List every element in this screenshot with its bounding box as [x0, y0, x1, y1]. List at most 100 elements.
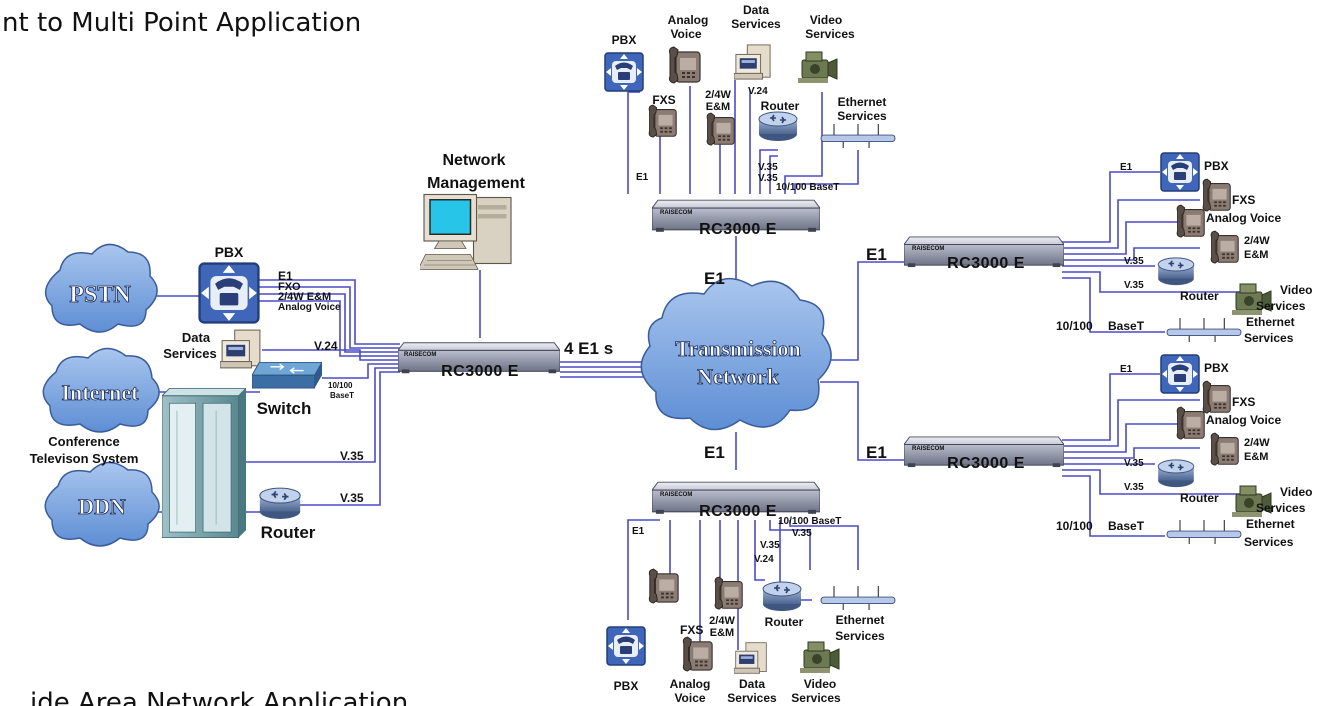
top-em-label-2: E&M — [706, 101, 730, 113]
top-pbx-icon — [604, 52, 644, 92]
bottom-v35-label-1: V.35 — [792, 528, 812, 539]
pstn-label: PSTN — [69, 282, 131, 308]
bottom-analog-label: Analog — [670, 677, 711, 691]
bottom-video-camera-icon — [800, 641, 840, 674]
left-fxo-label: FXO — [278, 281, 301, 293]
right-bottom-analog-phone-icon — [1176, 406, 1205, 440]
right-bottom-pbx-icon — [1160, 354, 1200, 394]
bottom-ethernet-services-label: Services — [835, 629, 885, 643]
right-top-em-phone-icon — [1210, 230, 1239, 264]
right-top-base-label-1: 10/100 — [1056, 319, 1093, 333]
right-bottom-fxs-phone-icon — [1202, 380, 1231, 414]
right-top-em-label-1: 2/4W — [1244, 235, 1270, 247]
bottom-fxs-label: FXS — [680, 623, 703, 637]
right-bottom-v35-label-1: V.35 — [1124, 458, 1144, 469]
transmission-network-cloud: Transmission Network — [640, 277, 832, 431]
top-em-label-1: 2/4W — [705, 89, 731, 101]
bottom-video-label: Video — [804, 677, 836, 691]
right-bottom-e1-link-label: E1 — [866, 443, 887, 462]
pbx-icon — [198, 262, 260, 324]
bottom-pbx-icon — [606, 626, 646, 666]
left-base-label-2: BaseT — [330, 391, 354, 400]
bottom-fxs-phone-icon — [648, 568, 679, 604]
rc-top-label: RC3000 E — [699, 221, 777, 238]
top-router-label: Router — [761, 99, 800, 113]
top-router-icon — [758, 111, 798, 142]
left-v35-label-1: V.35 — [340, 449, 364, 463]
right-top-video-label: Video — [1280, 283, 1312, 297]
right-bottom-video-label: Video — [1280, 485, 1312, 499]
right-top-video-services-label: Services — [1256, 299, 1306, 313]
right-top-base-label-2: BaseT — [1108, 319, 1145, 333]
bottom-router-icon — [762, 581, 802, 612]
top-fxs-phone-icon — [648, 104, 677, 138]
bottom-router-label: Router — [765, 615, 804, 629]
rc-bottom-brand: RAISECOM — [660, 492, 692, 498]
top-voice-label: Voice — [670, 27, 701, 41]
right-bottom-ethernet-bus-icon — [1166, 520, 1242, 544]
top-data-terminal-icon — [734, 44, 771, 80]
bottom-em-phone-icon — [714, 576, 743, 610]
right-top-em-label-2: E&M — [1244, 249, 1268, 261]
top-v24-label: V.24 — [748, 86, 768, 97]
right-top-pbx-icon — [1160, 152, 1200, 192]
rc3000e-right-bottom: RAISECOM RC3000 E — [904, 436, 1064, 472]
caption-bottom: ide Area Network Application — [30, 688, 409, 706]
left-analog-voice-label: Analog Voice — [278, 302, 341, 313]
ddn-label: DDN — [78, 494, 126, 519]
bottom-data-label: Data — [739, 677, 765, 691]
rc-top-brand: RAISECOM — [660, 210, 692, 216]
bottom-v35-label-2: V.35 — [760, 540, 780, 551]
top-e1-link-label: E1 — [704, 269, 725, 288]
rc3000e-center: RAISECOM RC3000 E — [398, 342, 560, 380]
internet-cloud: Internet — [42, 347, 160, 433]
bottom-pbx-label: PBX — [614, 679, 639, 693]
bottom-ethernet-label: Ethernet — [836, 613, 885, 627]
rc-right-bottom-brand: RAISECOM — [912, 446, 944, 452]
bottom-services-label: Services — [727, 691, 777, 705]
right-top-e1-link-label: E1 — [866, 245, 887, 264]
bottom-e1-link-label: E1 — [704, 443, 725, 462]
right-top-router-icon — [1157, 257, 1195, 286]
right-top-e1-label: E1 — [1120, 162, 1133, 173]
right-top-fxs-label: FXS — [1232, 193, 1255, 207]
right-top-fxs-phone-icon — [1202, 178, 1231, 212]
right-top-v35-label-2: V.35 — [1124, 280, 1144, 291]
right-top-v35-label-1: V.35 — [1124, 256, 1144, 267]
top-e1-label: E1 — [636, 172, 649, 183]
rc3000e-right-top: RAISECOM RC3000 E — [904, 236, 1064, 272]
top-base-label: 10/100 BaseT — [776, 182, 839, 193]
top-v35-label-1: V.35 — [758, 162, 778, 173]
ddn-cloud: DDN — [44, 461, 160, 547]
rc-center-label: RC3000 E — [441, 363, 519, 380]
caption-top: nt to Multi Point Application — [2, 8, 362, 38]
right-top-analog-phone-icon — [1176, 204, 1205, 238]
right-bottom-em-label-2: E&M — [1244, 451, 1268, 463]
computer-icon — [420, 193, 512, 271]
right-top-analog-voice-label: Analog Voice — [1206, 211, 1281, 225]
left-v35-label-2: V.35 — [340, 491, 364, 505]
pstn-cloud: PSTN — [44, 243, 158, 333]
top-services-label: Services — [731, 17, 781, 31]
transmission-label-2: Network — [697, 364, 780, 389]
conference-label-1: Conference — [48, 434, 120, 449]
bottom-voice-label: Voice — [674, 691, 705, 705]
rc3000e-top: RAISECOM RC3000 E — [652, 199, 820, 238]
right-bottom-router-icon — [1157, 459, 1195, 488]
four-e1s-label: 4 E1 s — [564, 339, 613, 358]
rc-right-top-brand: RAISECOM — [912, 246, 944, 252]
top-em-phone-icon — [706, 112, 735, 146]
left-base-label-1: 10/100 — [328, 381, 353, 390]
right-bottom-ethernet-label: Ethernet — [1246, 517, 1295, 531]
rc-center-brand: RAISECOM — [404, 352, 436, 358]
right-top-pbx-label: PBX — [1204, 159, 1229, 173]
right-bottom-em-phone-icon — [1210, 432, 1239, 466]
internet-label: Internet — [62, 380, 140, 405]
bottom-e1-label: E1 — [632, 526, 645, 537]
top-video-label: Video — [810, 13, 842, 27]
right-bottom-video-services-label: Services — [1256, 501, 1306, 515]
rc3000e-bottom: RAISECOM RC3000 E — [652, 481, 820, 520]
conference-label-2: Televison System — [30, 451, 139, 466]
